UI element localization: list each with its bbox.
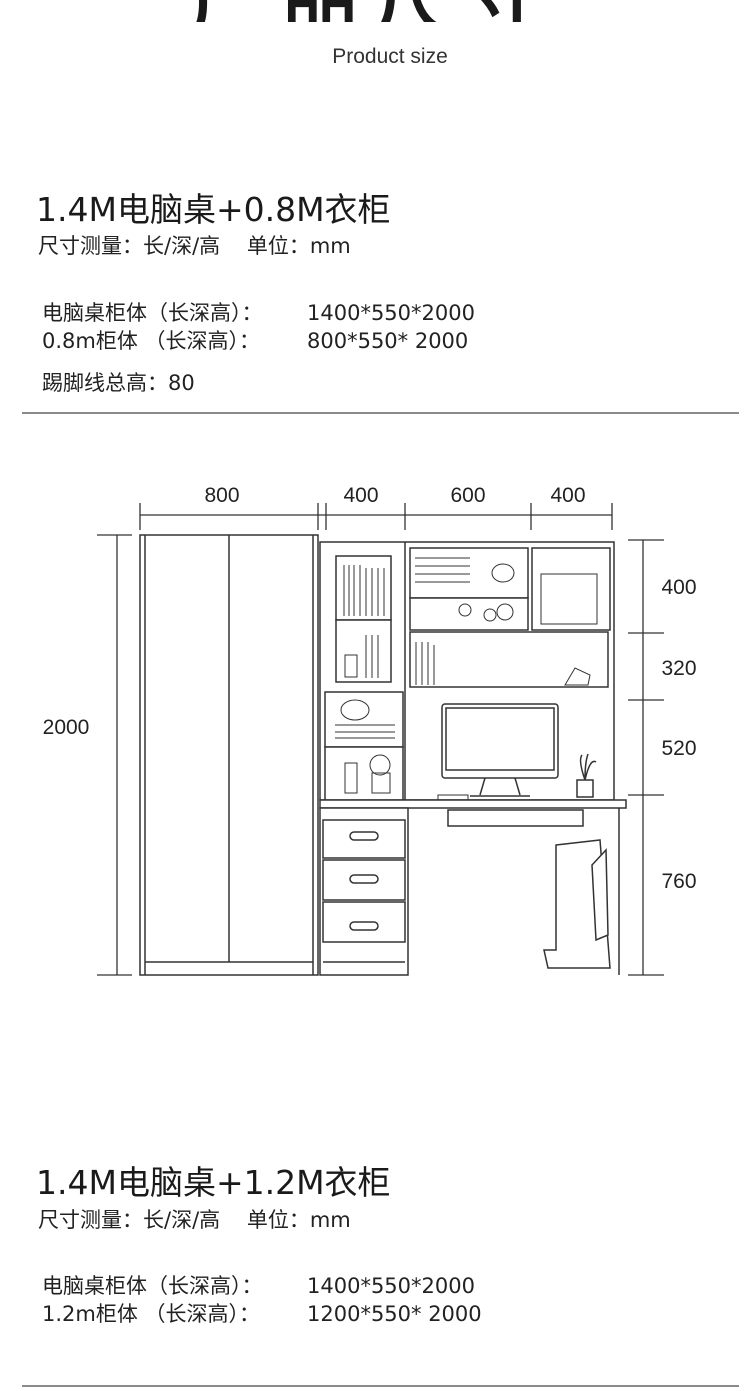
page-title-cn: 产品尺寸	[0, 0, 750, 22]
spec-value: 1400*550*2000	[307, 1274, 475, 1298]
section1-spec-row: 电脑桌柜体（长深高）： 1400*550*2000	[42, 297, 475, 327]
furniture-dimension-diagram: 800 400 600 400 2000 400 320 520 760	[43, 484, 697, 976]
desk-cabinet	[319, 541, 627, 976]
spec-value: 800*550* 2000	[307, 329, 469, 353]
section1-measure: 尺寸测量：长/深/高 单位：mm	[38, 234, 351, 258]
section1-kick-height: 踢脚线总高：80	[42, 371, 195, 395]
section1-spec-row: 0.8m柜体 （长深高）： 800*550* 2000	[42, 325, 468, 355]
section2-spec-row: 电脑桌柜体（长深高）： 1400*550*2000	[42, 1270, 475, 1300]
width-label: 400	[343, 484, 378, 507]
height-label: 760	[661, 870, 696, 893]
section1-title: 1.4M电脑桌+0.8M衣柜	[36, 190, 391, 229]
height-label: 520	[661, 737, 696, 760]
width-label: 600	[450, 484, 485, 507]
shelf-decor	[335, 557, 598, 801]
spec-label: 电脑桌柜体（长深高）：	[42, 301, 263, 325]
section2-spec-row: 1.2m柜体 （长深高）： 1200*550* 2000	[42, 1298, 482, 1328]
width-label: 800	[204, 484, 239, 507]
spec-label: 0.8m柜体 （长深高）：	[42, 329, 261, 353]
section-divider	[22, 412, 739, 414]
page-title-clip: 产品尺寸	[0, 0, 750, 22]
section2-measure: 尺寸测量：长/深/高 单位：mm	[38, 1208, 351, 1232]
width-label: 400	[550, 484, 585, 507]
wardrobe	[139, 534, 319, 976]
spec-label: 电脑桌柜体（长深高）：	[42, 1274, 263, 1298]
section-divider	[22, 1385, 739, 1387]
total-height-label: 2000	[43, 716, 90, 739]
page-title-en: Product size	[332, 45, 448, 68]
spec-label: 1.2m柜体 （长深高）：	[42, 1302, 261, 1326]
spec-value: 1400*550*2000	[307, 301, 475, 325]
height-label: 400	[661, 576, 696, 599]
spec-value: 1200*550* 2000	[307, 1302, 482, 1326]
section2-title: 1.4M电脑桌+1.2M衣柜	[36, 1163, 391, 1202]
height-label: 320	[661, 657, 696, 680]
